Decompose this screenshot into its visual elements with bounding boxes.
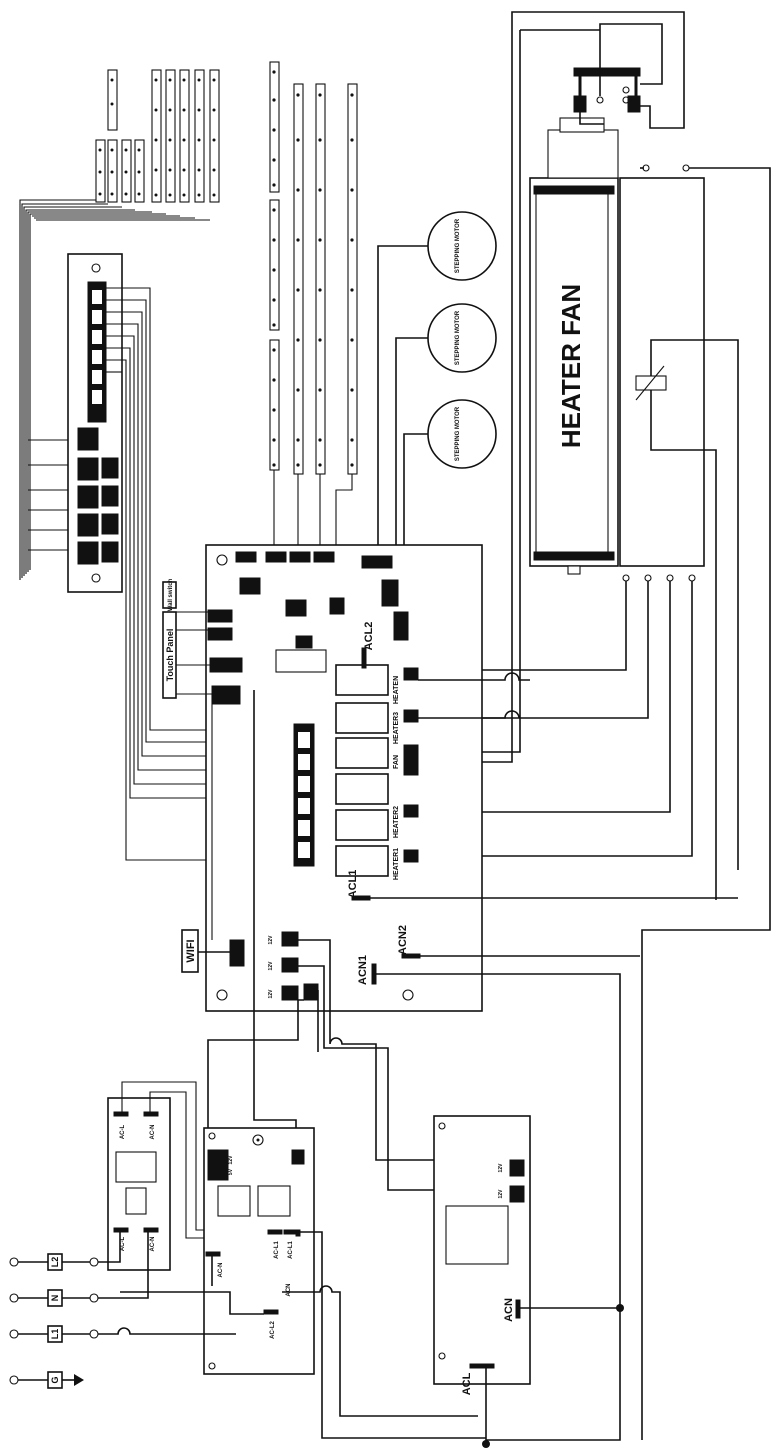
terminal-acn1-label: ACN1 — [357, 955, 369, 985]
svg-text:WIFI: WIFI — [185, 939, 197, 962]
psu-acl-label: ACL — [461, 1372, 473, 1395]
wifi-module: WIFI — [181, 929, 245, 973]
psu-board: 12V 12V ACN ACL — [433, 1115, 531, 1395]
svg-text:STEPPING MOTOR: STEPPING MOTOR — [455, 406, 461, 461]
relay-heater3-label: HEATER3 — [393, 712, 400, 744]
led-control-board — [67, 253, 123, 593]
input-l1-label: L1 — [50, 1329, 60, 1340]
led-strip-center-dots — [272, 70, 354, 467]
terminal-acn2-label: ACN2 — [397, 925, 409, 955]
terminal-acl1-label: ACL1 — [347, 870, 359, 899]
svg-text:AC-L1: AC-L1 — [288, 1241, 294, 1259]
power-board-wires — [211, 1231, 486, 1439]
svg-text:12V: 12V — [228, 1155, 234, 1165]
led-strips-center — [269, 61, 358, 600]
psu-wires — [370, 897, 738, 1448]
svg-text:AC-N: AC-N — [150, 1237, 156, 1252]
touch-panel-label: Touch Panel — [162, 611, 177, 699]
svg-text:Wall switch: Wall switch — [168, 578, 174, 611]
led-strip-dots — [98, 78, 216, 197]
svg-text:5V: 5V — [228, 1168, 234, 1175]
heater-fan-label: HEATER FAN — [556, 284, 586, 448]
svg-text:AC-L: AC-L — [120, 1237, 126, 1252]
input-n-label: N — [50, 1295, 60, 1302]
svg-text:12V: 12V — [498, 1189, 504, 1199]
terminal-acl2-label: ACL2 — [363, 622, 375, 651]
svg-text:AC-L2: AC-L2 — [270, 1321, 276, 1339]
svg-text:AC-N: AC-N — [150, 1125, 156, 1140]
input-l2-label: L2 — [50, 1257, 60, 1268]
power-board: 12V 5V AC-N AC-L1 AC-L1 ACN AC-L2 — [203, 1127, 315, 1375]
relay-heaten-label: HEATEN — [393, 676, 400, 704]
stepping-motor-3: STEPPING MOTOR — [427, 399, 497, 469]
svg-text:AC-N: AC-N — [218, 1263, 224, 1278]
input-g-label: G — [50, 1376, 60, 1383]
wall-switch-label: Wall switch — [162, 578, 177, 611]
relay-fan-label: FAN — [393, 755, 400, 769]
heater-fan-assembly: HEATER FAN — [529, 117, 739, 900]
stepping-motor-2: STEPPING MOTOR — [427, 303, 497, 373]
svg-text:AC-L1: AC-L1 — [274, 1241, 280, 1259]
relay-heater1-label: HEATER1 — [393, 848, 400, 880]
svg-text:12V: 12V — [268, 989, 274, 999]
relay-heater2-label: HEATER2 — [393, 806, 400, 838]
svg-text:STEPPING MOTOR: STEPPING MOTOR — [455, 218, 461, 273]
svg-text:12V: 12V — [268, 935, 274, 945]
psu-acn-label: ACN — [503, 1298, 515, 1322]
svg-text:12V: 12V — [498, 1163, 504, 1173]
mains-input: L2 N L1 G — [9, 1232, 264, 1389]
main-control-board: HEATEN HEATER3 FAN HEATER2 HEATER1 ACL2 … — [205, 544, 483, 1012]
fan-connector — [573, 67, 641, 113]
svg-text:AC-L: AC-L — [120, 1125, 126, 1140]
stepping-motor-1: STEPPING MOTOR — [427, 211, 497, 281]
filter-board: AC-L AC-N AC-L AC-N — [107, 1081, 268, 1271]
dc-power-wires — [207, 939, 500, 1191]
svg-text:Touch Panel: Touch Panel — [165, 629, 175, 682]
svg-text:12V: 12V — [268, 961, 274, 971]
svg-text:ACN: ACN — [286, 1284, 292, 1297]
led-strip-bank-left — [95, 69, 220, 203]
svg-text:STEPPING MOTOR: STEPPING MOTOR — [455, 310, 461, 365]
wire-crossings — [418, 672, 530, 719]
